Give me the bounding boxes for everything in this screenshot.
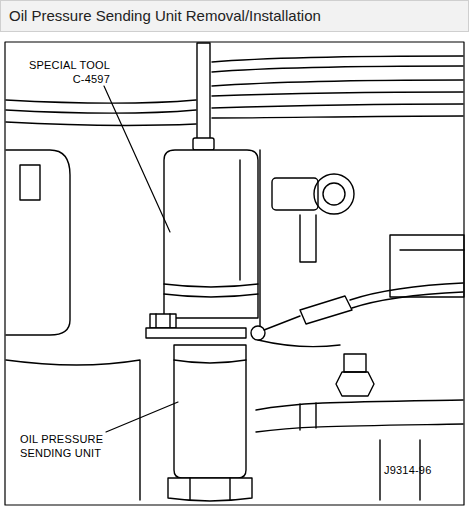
figure-number: J9314-96: [384, 463, 458, 477]
page-title: Oil Pressure Sending Unit Removal/Instal…: [9, 7, 321, 24]
part-label: SPECIAL TOOL C-4597: [18, 58, 110, 86]
frame: [5, 42, 464, 505]
engine-block: [6, 150, 464, 500]
wire: [251, 283, 463, 340]
oil-line: [256, 354, 463, 500]
hose: [193, 43, 214, 150]
bolt: [146, 314, 246, 338]
sending-unit: [168, 345, 252, 501]
cables: [6, 56, 463, 125]
part-label: OIL PRESSURE SENDING UNIT: [20, 432, 106, 460]
special-tool: [164, 150, 258, 318]
leader-lines: [104, 86, 178, 432]
